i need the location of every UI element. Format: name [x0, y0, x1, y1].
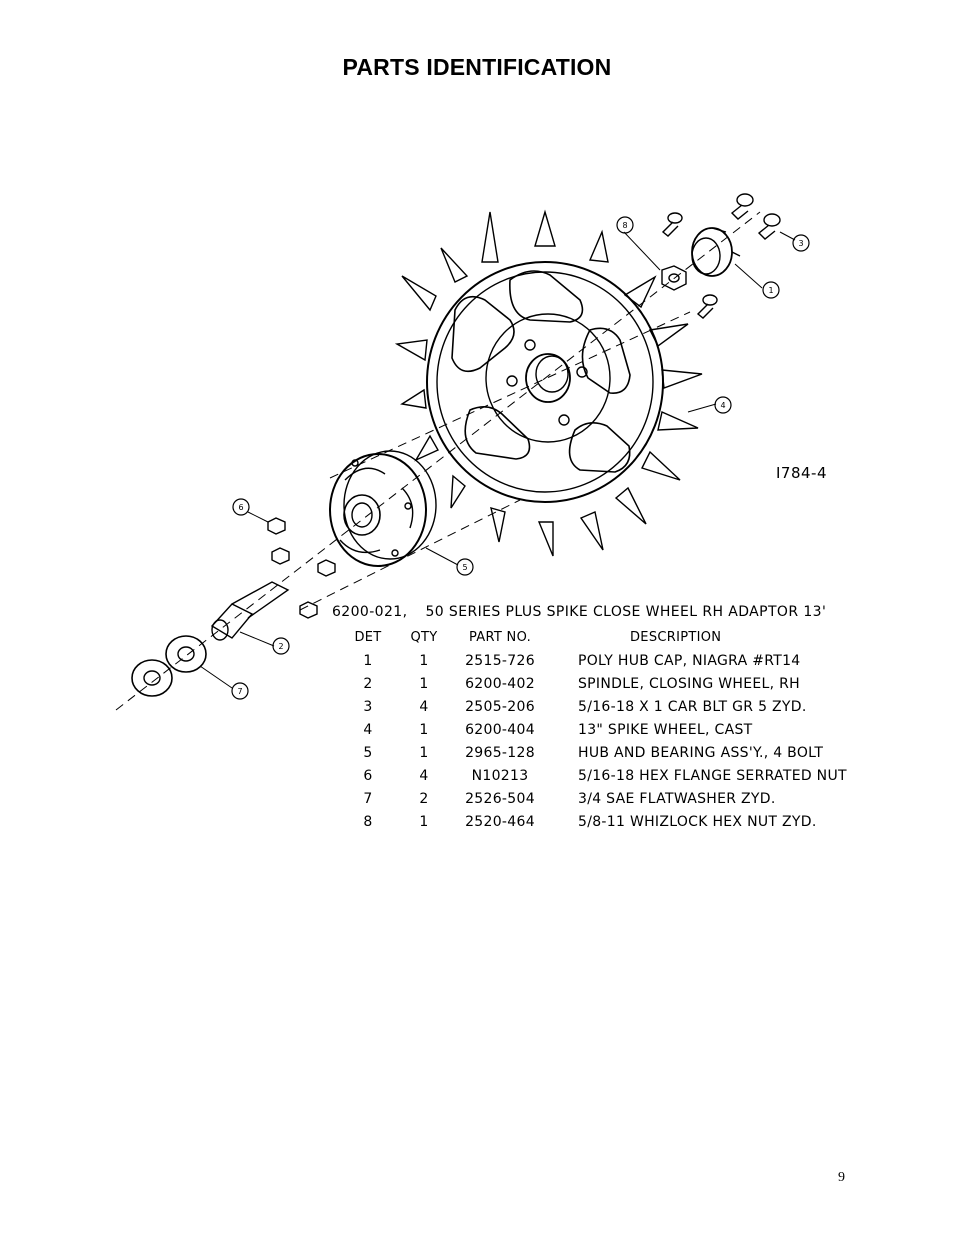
- cell-part-no: 6200-404: [465, 722, 535, 738]
- carriage-bolts: [661, 193, 781, 319]
- callout-1: 1: [768, 286, 773, 295]
- callout-3: 3: [798, 239, 803, 248]
- cell-part-no: 2505-206: [465, 699, 535, 715]
- cell-det: 4: [363, 722, 373, 738]
- cell-qty: 1: [419, 722, 429, 738]
- header-part-no: PART NO.: [468, 630, 532, 645]
- page-title: PARTS IDENTIFICATION: [342, 54, 612, 80]
- cell-description: 5/16-18 HEX FLANGE SERRATED NUT: [578, 768, 847, 784]
- cell-description: 3/4 SAE FLATWASHER ZYD.: [578, 791, 776, 807]
- cell-description: POLY HUB CAP, NIAGRA #RT14: [578, 653, 801, 669]
- cell-det: 5: [363, 745, 373, 761]
- callout-5: 5: [462, 563, 467, 572]
- callout-7: 7: [237, 687, 242, 696]
- callout-6: 6: [238, 503, 243, 512]
- cell-description: 13" SPIKE WHEEL, CAST: [578, 722, 753, 738]
- assembly-title: 6200-021, 50 SERIES PLUS SPIKE CLOSE WHEE…: [332, 604, 826, 620]
- drawing-id: I784-4: [776, 464, 828, 482]
- cell-qty: 1: [419, 676, 429, 692]
- spindle: [210, 581, 290, 641]
- cell-description: HUB AND BEARING ASS'Y., 4 BOLT: [578, 745, 824, 761]
- cell-det: 8: [363, 814, 373, 830]
- cell-qty: 1: [419, 814, 429, 830]
- flat-washers: [131, 635, 207, 697]
- assembly-part-number: 6200-021,: [332, 604, 408, 620]
- bolt-line-upper: [329, 311, 691, 479]
- cell-part-no: 6200-402: [465, 676, 535, 692]
- bolt-line-lower: [299, 499, 521, 611]
- cell-det: 2: [363, 676, 373, 692]
- cell-part-no: N10213: [471, 768, 529, 784]
- page-number: 9: [838, 1170, 845, 1185]
- cell-qty: 4: [419, 768, 429, 784]
- cell-part-no: 2965-128: [465, 745, 535, 761]
- cell-qty: 1: [419, 745, 429, 761]
- cell-description: SPINDLE, CLOSING WHEEL, RH: [578, 676, 800, 692]
- axis-centerline: [115, 211, 761, 711]
- header-det: DET: [354, 630, 382, 645]
- cell-qty: 1: [419, 653, 429, 669]
- cell-det: 1: [363, 653, 373, 669]
- cell-det: 7: [363, 791, 373, 807]
- cell-description: 5/8-11 WHIZLOCK HEX NUT ZYD.: [578, 814, 817, 830]
- whizlock-nut: [661, 265, 687, 291]
- hub-bearing: [329, 450, 437, 567]
- hex-nuts: [267, 517, 336, 619]
- cell-part-no: 2520-464: [465, 814, 535, 830]
- cell-part-no: 2526-504: [465, 791, 535, 807]
- cell-qty: 4: [419, 699, 429, 715]
- assembly-description: 50 SERIES PLUS SPIKE CLOSE WHEEL RH ADAP…: [425, 604, 827, 620]
- cell-det: 3: [363, 699, 373, 715]
- header-qty: QTY: [410, 630, 438, 645]
- cell-part-no: 2515-726: [465, 653, 535, 669]
- cell-description: 5/16-18 X 1 CAR BLT GR 5 ZYD.: [578, 699, 807, 715]
- spike-wheel: [394, 209, 703, 557]
- callout-4: 4: [720, 401, 725, 410]
- hub-cap: [691, 227, 741, 277]
- callout-2: 2: [278, 642, 283, 651]
- callout-8: 8: [622, 221, 627, 230]
- header-description: DESCRIPTION: [630, 630, 722, 645]
- cell-qty: 2: [419, 791, 429, 807]
- cell-det: 6: [363, 768, 373, 784]
